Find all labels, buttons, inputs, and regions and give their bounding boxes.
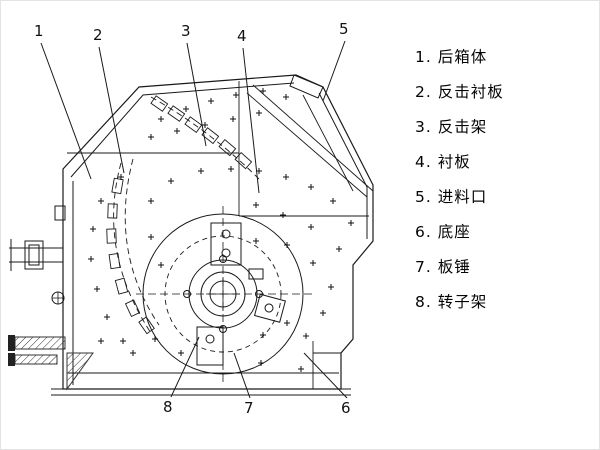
callout-5: 5: [339, 20, 349, 38]
machine-outline: [51, 74, 374, 396]
legend-item-4: 4. 衬板: [415, 153, 471, 171]
callout-8: 8: [163, 398, 173, 416]
legend-item-7: 7. 板锤: [415, 258, 471, 276]
callout-4: 4: [237, 27, 247, 45]
legend-item-3: 3. 反击架: [415, 118, 488, 136]
callout-6: 6: [341, 399, 351, 417]
parts-legend: 1. 后箱体 2. 反击衬板 3. 反击架 4. 衬板 5. 进料口 6. 底座…: [415, 45, 504, 325]
legend-item-8: 8. 转子架: [415, 293, 488, 311]
rotor: [136, 206, 316, 386]
impact-liner-chain: [106, 158, 160, 335]
legend-item-6: 6. 底座: [415, 223, 471, 241]
impact-frame-chain: [150, 95, 260, 180]
leader-lines: [40, 40, 348, 399]
blow-bars: [196, 222, 286, 366]
legend-item-2: 2. 反击衬板: [415, 83, 504, 101]
left-shaft: [9, 205, 66, 305]
callout-2: 2: [93, 26, 103, 44]
callout-3: 3: [181, 22, 191, 40]
internal-panels: [67, 81, 374, 389]
bolt-marks: [87, 87, 355, 373]
legend-item-1: 1. 后箱体: [415, 48, 488, 66]
callout-7: 7: [244, 399, 254, 417]
callout-1: 1: [34, 22, 44, 40]
legend-item-5: 5. 进料口: [415, 188, 488, 206]
tension-rods: [8, 335, 94, 391]
